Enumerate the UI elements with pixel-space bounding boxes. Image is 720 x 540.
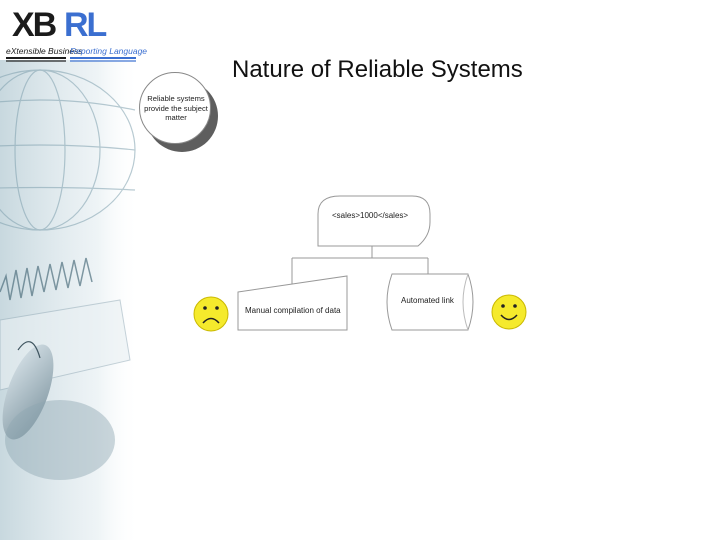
logo-barcode-stripe — [6, 57, 136, 62]
logo-subtitle-primary: eXtensible Business — [6, 46, 83, 56]
decorative-globe-background — [0, 60, 140, 540]
logo-text-primary: XB — [12, 6, 57, 44]
logo-text-accent: RL — [64, 6, 107, 44]
callout-text: Reliable systems provide the subject mat… — [141, 94, 211, 123]
sad-face-icon — [193, 296, 229, 332]
xbrl-logo: XB RL eXtensible Business Reporting Lang… — [4, 6, 147, 64]
happy-face-icon — [491, 294, 527, 330]
root-display-shape — [317, 195, 431, 247]
callout-circle — [139, 72, 211, 144]
callout-line: Reliable systems — [147, 94, 205, 103]
root-node-label: <sales>1000</sales> — [332, 211, 409, 220]
manual-input-shape — [237, 275, 348, 331]
manual-node-label: Manual compilation of data — [245, 306, 341, 315]
logo-subtitle-accent: Reporting Language — [70, 46, 148, 56]
automated-node-label: Automated link — [401, 296, 454, 305]
callout-line: matter — [165, 113, 187, 122]
callout-line: provide the subject — [144, 103, 208, 113]
slide-title: Nature of Reliable Systems — [232, 56, 523, 83]
